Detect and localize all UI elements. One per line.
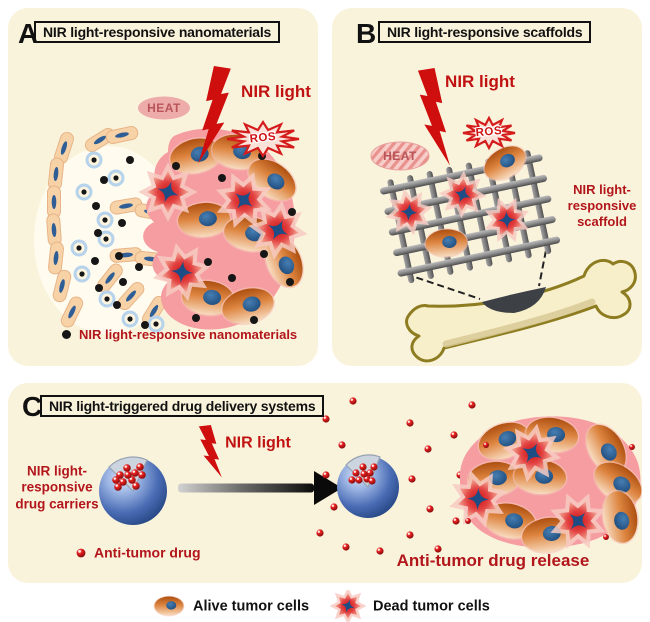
tumor-mass — [441, 412, 642, 560]
arrow — [178, 471, 342, 505]
nanomaterials-legend-label: NIR light-responsive nanomaterials — [79, 327, 298, 343]
nanomaterial-dots — [91, 152, 296, 329]
tumor-mass — [138, 128, 312, 331]
ros-label: ROS — [249, 130, 277, 146]
dead-tumor-cell-icon — [329, 590, 367, 622]
heat-label: HEAT — [383, 148, 417, 163]
scaffold-label: NIR light- responsive scaffold — [567, 182, 637, 229]
panel-b-title: NIR light-responsive scaffolds — [378, 21, 592, 43]
legend-dead-label: Dead tumor cells — [373, 598, 490, 615]
bone-defect — [482, 287, 546, 313]
anti-tumor-drug-legend-dot — [76, 548, 86, 558]
heat-badge — [370, 141, 430, 171]
drug-carriers-label: NIR light- responsive drug carriers — [15, 463, 99, 512]
ros-burst-icon — [226, 119, 300, 159]
ros-burst-icon — [462, 115, 516, 151]
panel-c: C NIR light-triggered drug delivery syst… — [8, 383, 642, 583]
panel-b-illustration — [370, 68, 637, 363]
nir-light-label: NIR light — [445, 71, 515, 91]
legend-alive-label: Alive tumor cells — [193, 598, 310, 615]
panel-c-letter: C — [22, 391, 43, 422]
bone-illustration — [405, 259, 637, 363]
ros-label: ROS — [475, 124, 503, 140]
panel-c-illustration — [76, 397, 642, 560]
nir-light-bolt-icon — [198, 425, 222, 478]
anti-tumor-drug-legend-label: Anti-tumor drug — [94, 544, 201, 561]
panel-a-illustration — [34, 66, 312, 334]
heat-badge — [138, 96, 190, 120]
panel-b-letter: B — [356, 18, 377, 49]
drug-carrier-sphere-releasing — [337, 454, 399, 518]
nir-light-label: NIR light — [241, 81, 311, 101]
panel-b: B NIR light-responsive scaffolds NIR lig… — [332, 8, 642, 366]
alive-tumor-cell-icon — [153, 595, 185, 617]
heat-label: HEAT — [147, 100, 181, 115]
nir-light-label: NIR light — [225, 434, 291, 452]
panel-a-title: NIR light-responsive nanomaterials — [34, 21, 281, 43]
dashed-callout-lines — [405, 239, 549, 300]
scaffold-mesh — [380, 137, 561, 284]
drug-release-label: Anti-tumor drug release — [396, 550, 590, 570]
drug-carrier-sphere-loaded — [99, 456, 167, 525]
panel-c-title: NIR light-triggered drug delivery system… — [40, 395, 325, 417]
panel-a: A NIR light-responsive nanomaterials NIR… — [8, 8, 318, 366]
nanomaterial-legend-dot — [62, 330, 71, 339]
panel-a-letter: A — [18, 18, 39, 49]
